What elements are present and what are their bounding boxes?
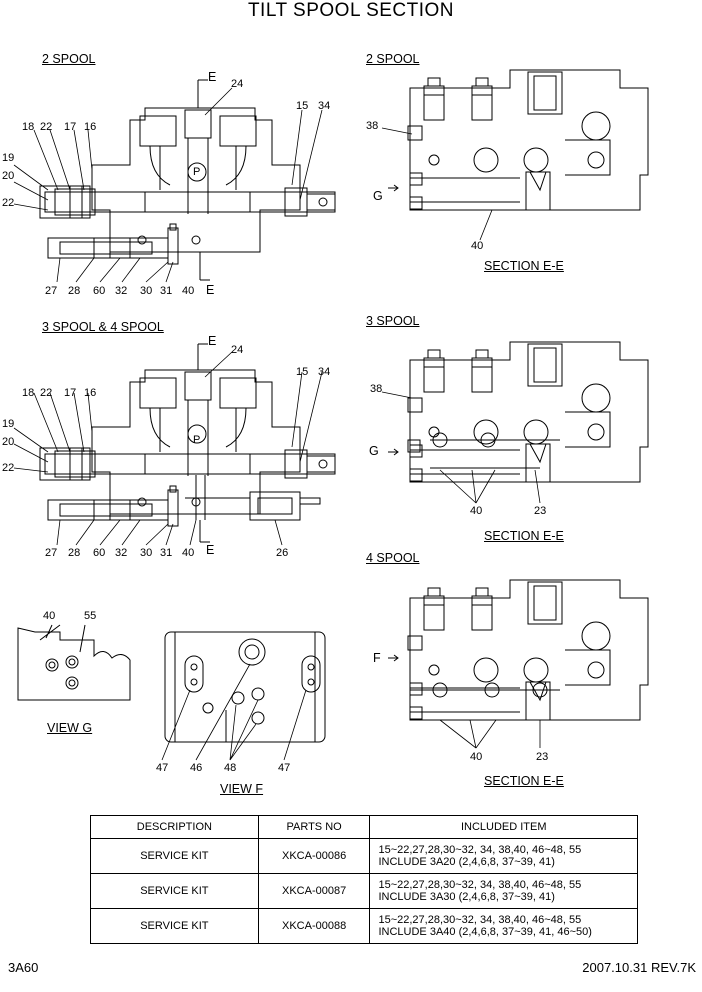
cell-parts-no: XKCA-00088 <box>257 908 371 944</box>
callout: 27 <box>45 285 58 297</box>
callout: 34 <box>318 366 331 378</box>
callout: 48 <box>224 762 237 774</box>
included-line-1: 15~22,27,28,30~32, 34, 38,40, 46~48, 55 <box>378 844 582 856</box>
callout: 28 <box>68 285 81 297</box>
port-p: P <box>193 434 201 446</box>
cell-included-item: 15~22,27,28,30~32, 34, 38,40, 46~48, 55 … <box>369 838 638 874</box>
cell-description: SERVICE KIT <box>90 838 259 874</box>
callout: 23 <box>536 751 549 763</box>
table-header-row: DESCRIPTION PARTS NO INCLUDED ITEM <box>90 815 638 839</box>
callout: 20 <box>2 436 15 448</box>
callout: 40 <box>182 547 195 559</box>
table-row: SERVICE KIT XKCA-00088 15~22,27,28,30~32… <box>90 908 638 944</box>
callout: 47 <box>156 762 169 774</box>
callout: 40 <box>43 610 56 622</box>
port-p: P <box>193 166 201 178</box>
callout: 19 <box>2 152 15 164</box>
marker-e: E <box>208 334 217 348</box>
included-line-2: INCLUDE 3A30 (2,4,6,8, 37~39, 41) <box>378 891 555 903</box>
table-row: SERVICE KIT XKCA-00087 15~22,27,28,30~32… <box>90 873 638 909</box>
callout: 34 <box>318 100 331 112</box>
marker-e: E <box>206 543 215 557</box>
included-line-1: 15~22,27,28,30~32, 34, 38,40, 46~48, 55 <box>378 879 582 891</box>
callout: 38 <box>366 120 379 132</box>
callout: 32 <box>115 285 128 297</box>
callout: 16 <box>84 121 97 133</box>
callout: 40 <box>471 240 484 252</box>
view-label-3-4-spool: 3 SPOOL & 4 SPOOL <box>42 320 164 334</box>
callout: 30 <box>140 547 153 559</box>
included-line-1: 15~22,27,28,30~32, 34, 38,40, 46~48, 55 <box>378 914 582 926</box>
callout: 40 <box>182 285 195 297</box>
cell-included-item: 15~22,27,28,30~32, 34, 38,40, 46~48, 55 … <box>369 908 638 944</box>
callout: 22 <box>40 121 53 133</box>
marker-e: E <box>206 283 215 297</box>
callout: 32 <box>115 547 128 559</box>
section-ee-label-1: SECTION E-E <box>484 259 564 273</box>
callout: 18 <box>22 121 35 133</box>
callout: 22 <box>40 387 53 399</box>
column-header-included-item: INCLUDED ITEM <box>369 815 638 839</box>
page-code: 3A60 <box>8 960 39 975</box>
section-ee-label-2: SECTION E-E <box>484 529 564 543</box>
page-title: TILT SPOOL SECTION <box>247 0 455 21</box>
table-row: SERVICE KIT XKCA-00086 15~22,27,28,30~32… <box>90 838 638 874</box>
marker-f: F <box>373 651 381 665</box>
marker-g: G <box>369 444 379 458</box>
callout: 40 <box>470 751 483 763</box>
cell-parts-no: XKCA-00086 <box>257 838 371 874</box>
callout: 24 <box>231 78 244 90</box>
callout: 15 <box>296 100 309 112</box>
callout: 47 <box>278 762 291 774</box>
included-line-2: INCLUDE 3A40 (2,4,6,8, 37~39, 41, 46~50) <box>378 926 592 938</box>
view-label-4-spool-section: 4 SPOOL <box>366 551 420 565</box>
callout: 38 <box>370 383 383 395</box>
date-revision: 2007.10.31 REV.7K <box>582 960 696 975</box>
callout: 55 <box>84 610 97 622</box>
section-ee-label-3: SECTION E-E <box>484 774 564 788</box>
callout: 19 <box>2 418 15 430</box>
callout: 60 <box>93 547 106 559</box>
view-label-2-spool-section: 2 SPOOL <box>366 52 420 66</box>
cell-included-item: 15~22,27,28,30~32, 34, 38,40, 46~48, 55 … <box>369 873 638 909</box>
callout: 26 <box>276 547 289 559</box>
callout: 22 <box>2 462 15 474</box>
view-g-label: VIEW G <box>47 721 93 735</box>
callout: 23 <box>534 505 547 517</box>
callout: 30 <box>140 285 153 297</box>
view-f-label: VIEW F <box>220 782 264 796</box>
callout: 60 <box>93 285 106 297</box>
callout: 31 <box>160 547 173 559</box>
callout: 28 <box>68 547 81 559</box>
callout: 20 <box>2 170 15 182</box>
callout: 31 <box>160 285 173 297</box>
view-label-3-spool-section: 3 SPOOL <box>366 314 420 328</box>
column-header-parts-no: PARTS NO <box>257 815 371 839</box>
cell-description: SERVICE KIT <box>90 873 259 909</box>
callout: 22 <box>2 197 15 209</box>
callout: 18 <box>22 387 35 399</box>
callout: 15 <box>296 366 309 378</box>
callout: 46 <box>190 762 203 774</box>
cell-parts-no: XKCA-00087 <box>257 873 371 909</box>
callout: 17 <box>64 387 77 399</box>
service-kit-table: DESCRIPTION PARTS NO INCLUDED ITEM SERVI… <box>90 815 638 944</box>
callout: 24 <box>231 344 244 356</box>
marker-g: G <box>373 189 383 203</box>
callout: 40 <box>470 505 483 517</box>
callout: 17 <box>64 121 77 133</box>
marker-e: E <box>208 70 217 84</box>
callout: 16 <box>84 387 97 399</box>
cell-description: SERVICE KIT <box>90 908 259 944</box>
included-line-2: INCLUDE 3A20 (2,4,6,8, 37~39, 41) <box>378 856 555 868</box>
view-label-2-spool: 2 SPOOL <box>42 52 96 66</box>
callout: 27 <box>45 547 58 559</box>
column-header-description: DESCRIPTION <box>90 815 259 839</box>
